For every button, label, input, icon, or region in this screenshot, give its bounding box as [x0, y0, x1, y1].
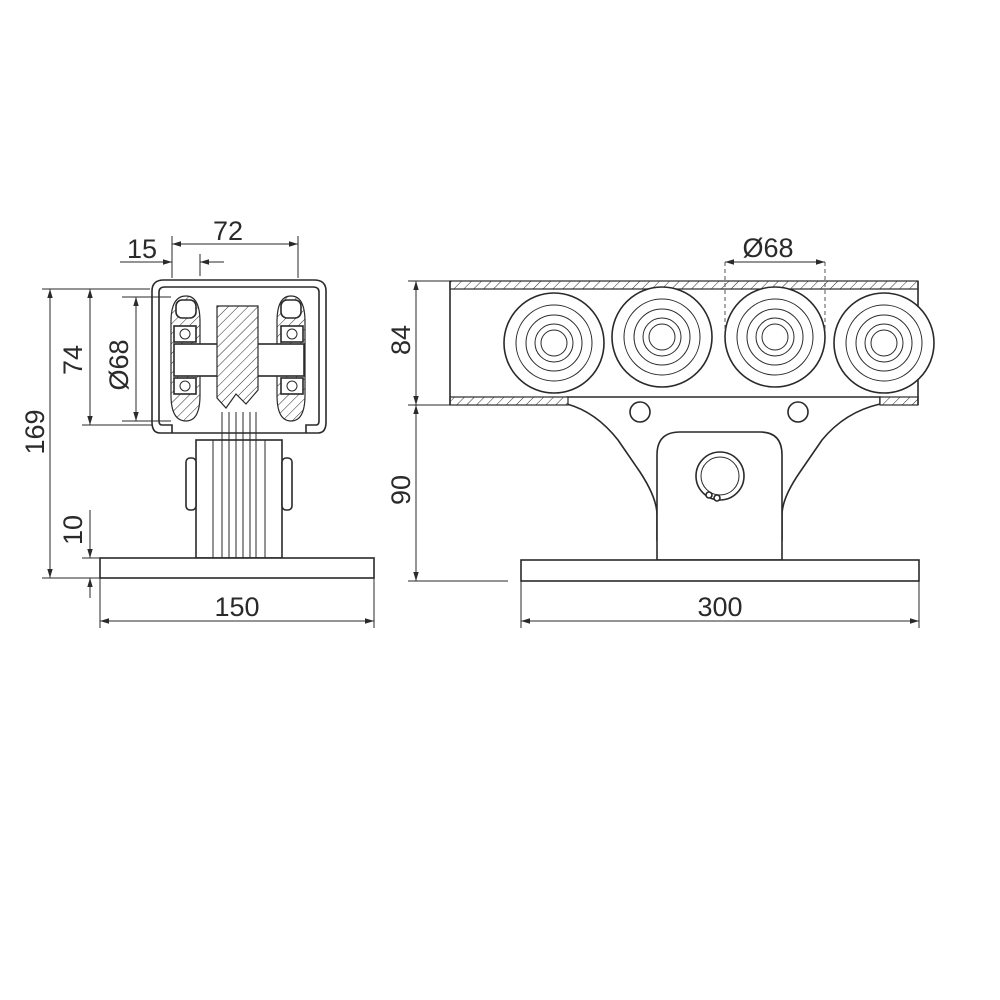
- dim-side-plate-10: 10: [58, 510, 100, 598]
- dim-front-rail-84: 84: [386, 280, 450, 406]
- dim-front-plate-label: 300: [697, 592, 742, 622]
- dim-side-plate-label: 10: [58, 515, 88, 545]
- dim-side-plate-150: 150: [99, 578, 375, 628]
- dim-side-flange-label: 15: [127, 234, 157, 264]
- dim-front-wheel-68: Ø68: [724, 233, 826, 330]
- dim-front-wheel-label: Ø68: [742, 233, 793, 263]
- dim-front-plate-300: 300: [520, 581, 920, 628]
- dim-front-rail-label: 84: [386, 325, 416, 355]
- front-wheel-3: [724, 286, 826, 388]
- front-base-plate: [520, 559, 920, 582]
- dim-side-total-169: 169: [20, 288, 150, 579]
- dim-front-bracket-90: 90: [386, 405, 508, 582]
- dim-side-total-label: 169: [20, 409, 50, 454]
- dim-side-wheel-68: Ø68: [104, 296, 171, 422]
- front-post: [656, 431, 783, 561]
- side-view: 72 15 169 74 Ø68: [20, 216, 375, 628]
- front-rail: [449, 280, 919, 406]
- dim-side-plate-width-label: 150: [214, 592, 259, 622]
- dim-side-width-72: 72: [171, 216, 299, 278]
- side-base-plate: [99, 557, 375, 579]
- front-bracket-hole-right: [787, 401, 809, 423]
- side-stem: [185, 412, 293, 559]
- side-rail-profile: [151, 279, 327, 434]
- front-wheel-4: [833, 292, 935, 394]
- front-wheel-2: [611, 286, 713, 388]
- dim-side-flange-15: 15: [120, 234, 224, 276]
- dim-side-width-label: 72: [213, 216, 243, 246]
- dim-front-bracket-label: 90: [386, 475, 416, 505]
- dim-side-wheel-label: Ø68: [104, 339, 134, 390]
- front-bracket-hole-left: [629, 401, 651, 423]
- dim-side-rail-label: 74: [58, 345, 88, 375]
- dim-side-rail-74: 74: [58, 289, 152, 426]
- side-central-hub: [216, 305, 259, 409]
- front-view: Ø68 84 90 300: [386, 233, 935, 628]
- front-wheel-1: [503, 292, 605, 394]
- side-bearings: [173, 325, 304, 395]
